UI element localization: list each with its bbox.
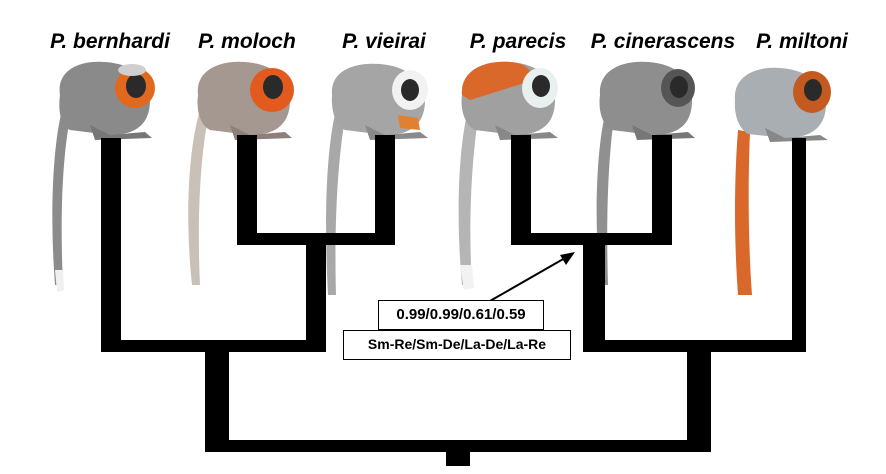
illustration-miltoni (734, 67, 831, 295)
species-label-bernhardi: P. bernhardi (50, 30, 170, 53)
species-label-moloch: P. moloch (198, 30, 296, 53)
branch-parecis-vertical (511, 135, 531, 243)
illustration-moloch (188, 61, 294, 285)
illustration-bernhardi (52, 61, 155, 292)
branch-vieirai-vertical (375, 135, 395, 243)
illustration-parecis (458, 61, 558, 290)
branch-pc-node-vertical (583, 233, 605, 350)
branch-west-node-vertical (205, 340, 229, 452)
illustration-cinerascens (596, 61, 695, 285)
branch-moloch-vertical (237, 135, 257, 243)
tree-branches (101, 135, 806, 466)
species-label-vieirai: P. vieirai (342, 30, 426, 53)
branch-root-stem (446, 440, 470, 466)
branch-east-node-vertical (687, 340, 711, 452)
node-support-models: Sm-Re/Sm-De/La-De/La-Re (343, 330, 571, 360)
branch-bernhardi-vertical (101, 138, 121, 350)
species-label-miltoni: P. miltoni (756, 30, 848, 53)
species-label-parecis: P. parecis (469, 30, 567, 53)
node-support-values: 0.99/0.99/0.61/0.59 (378, 300, 544, 330)
branch-mv-node-vertical (306, 233, 326, 350)
annotation-arrow (489, 252, 575, 302)
species-label-cinerascens: P. cinerascens (590, 30, 736, 53)
branch-cinerascens-vertical (652, 135, 672, 243)
branch-miltoni-vertical (792, 138, 806, 350)
